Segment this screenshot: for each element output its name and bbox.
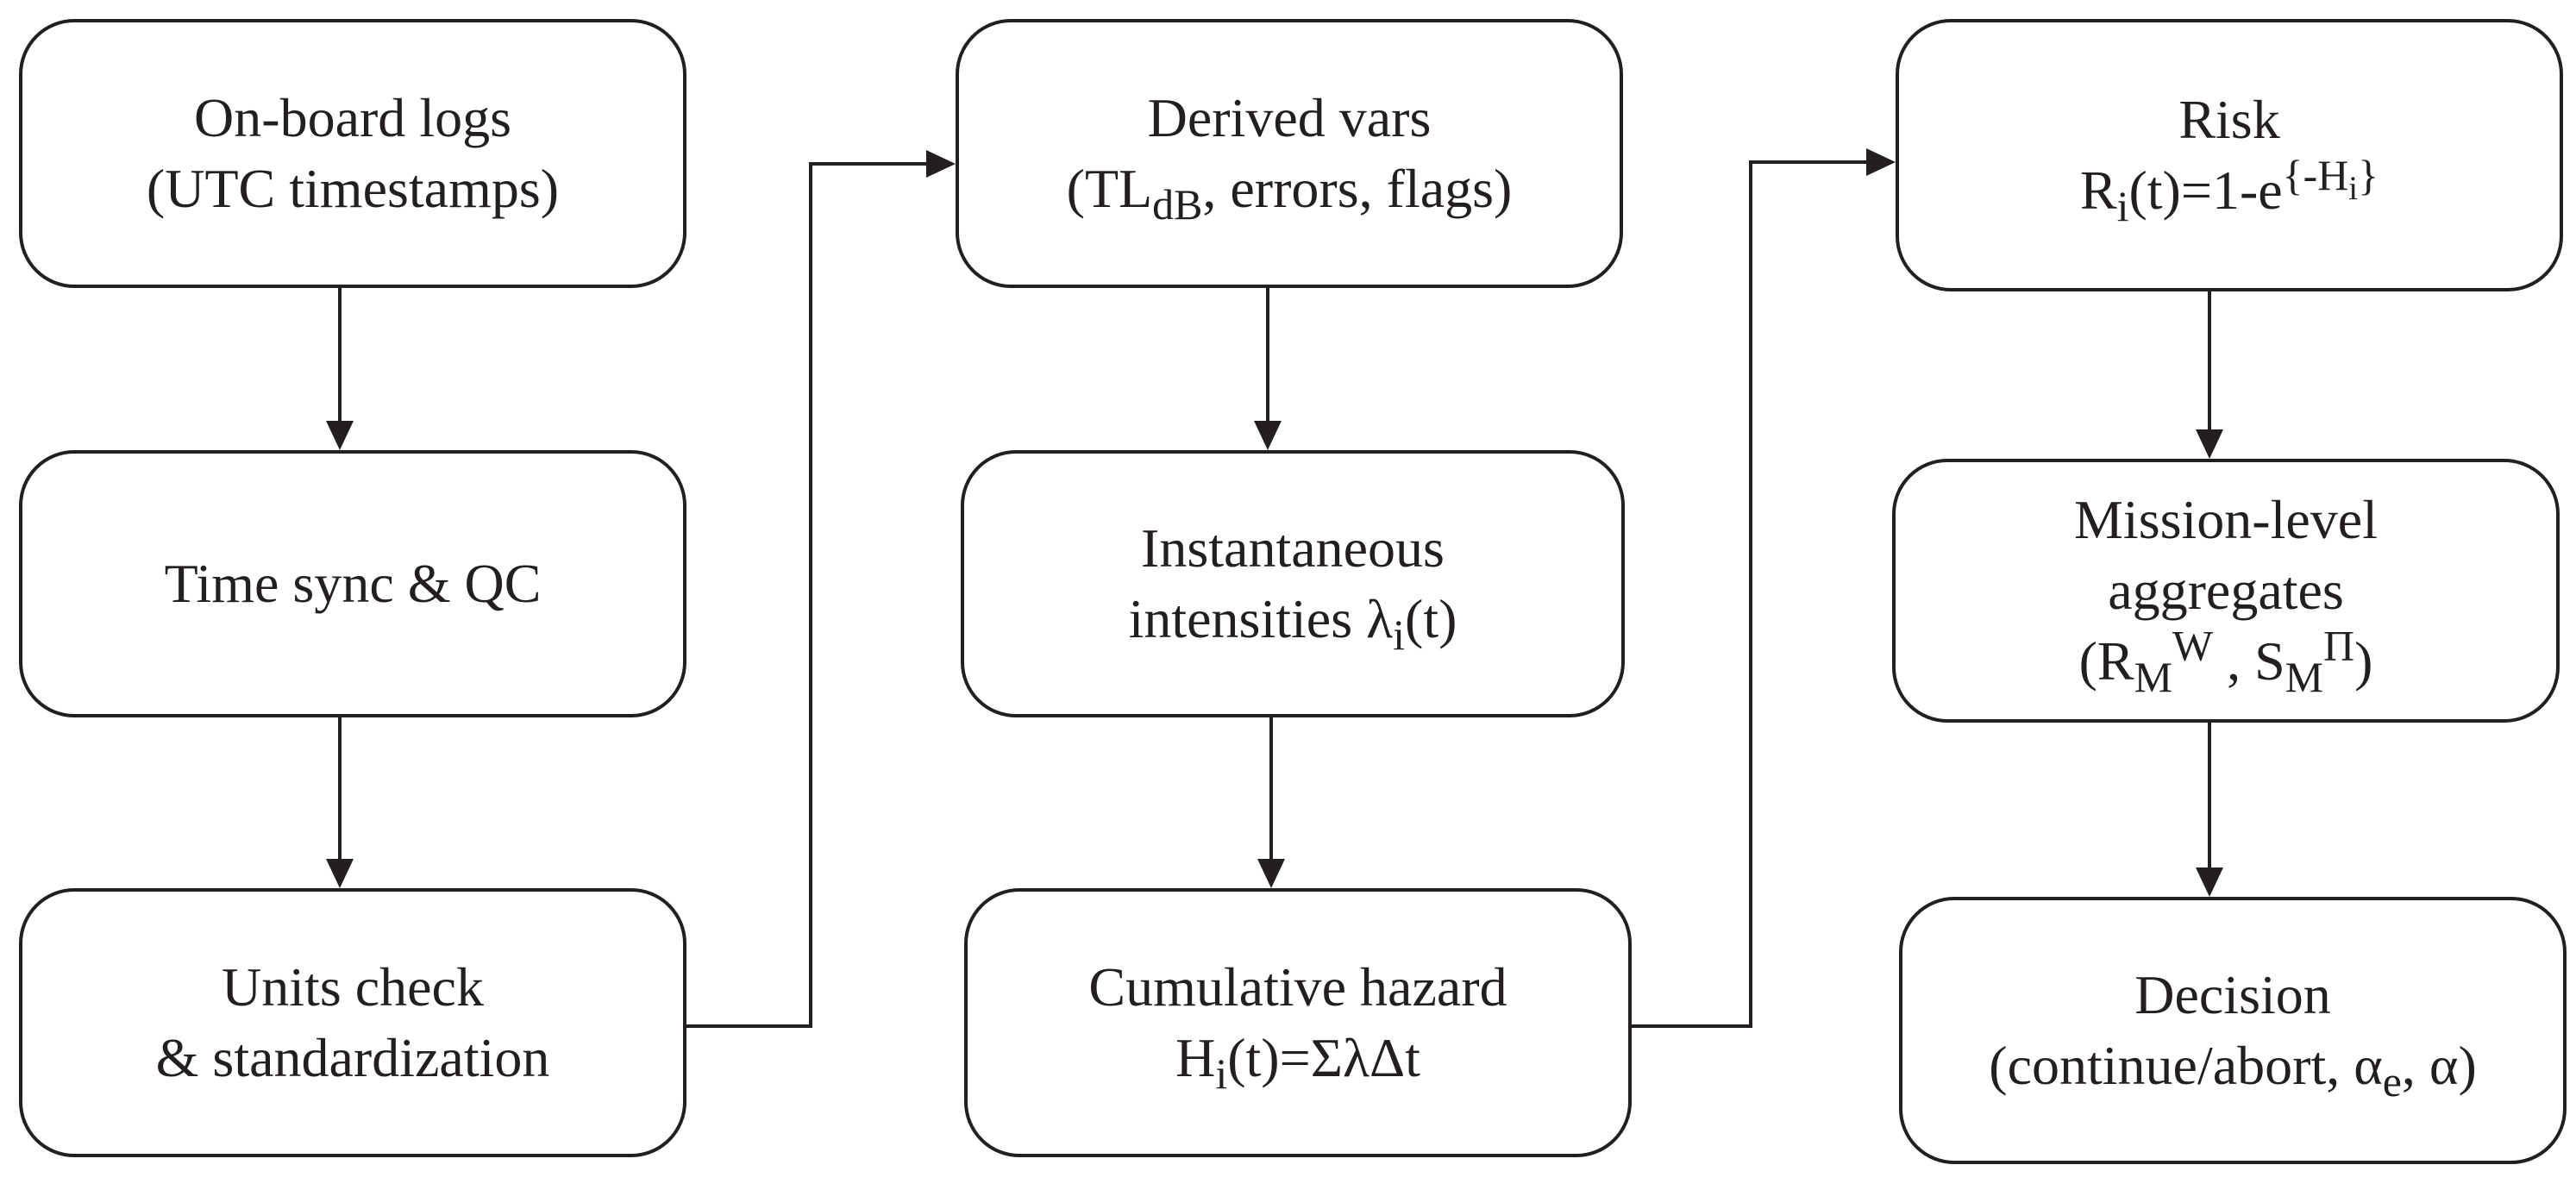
node-mission-level-aggregates: Mission-level aggregates (RMW , SMΠ) <box>1892 459 2560 723</box>
text-part: (t)=1-e <box>2128 160 2283 221</box>
superscript: W <box>2172 622 2214 670</box>
text-part: {-H <box>2282 151 2349 199</box>
arrowhead-units-to-derived <box>926 150 956 178</box>
arrowhead-instantaneous-to-hazard <box>1257 859 1285 888</box>
arrowhead-derived-to-instantaneous <box>1254 421 1282 450</box>
text-part: , α) <box>2401 1035 2477 1096</box>
arrowhead-logs-to-timesync <box>326 421 354 450</box>
subscript: i <box>1215 1049 1228 1098</box>
arrow-units-to-derived <box>686 162 928 1028</box>
node-text: Time sync & QC <box>164 553 542 614</box>
arrowhead-timesync-to-units <box>326 859 354 888</box>
node-formula: Hi(t)=ΣλΔt <box>1175 1023 1420 1095</box>
node-text: Decision <box>2134 964 2331 1025</box>
text-part: , errors, flags) <box>1202 158 1513 219</box>
arrowhead-risk-to-mission <box>2196 429 2223 459</box>
text-part: (t) <box>1405 588 1457 649</box>
node-derived-vars: Derived vars (TLdB, errors, flags) <box>956 19 1623 288</box>
superscript: {-Hi} <box>2282 151 2379 204</box>
superscript: Π <box>2323 622 2355 670</box>
arrow-hazard-to-risk <box>1632 160 1868 1028</box>
node-formula: Ri(t)=1-e{-Hi} <box>2079 151 2379 228</box>
subscript: dB <box>1152 180 1203 229</box>
node-formula: intensities λi(t) <box>1128 584 1457 656</box>
subscript: M <box>2134 653 2172 701</box>
node-text: Cumulative hazard <box>1088 956 1507 1018</box>
text-part: intensities λ <box>1128 588 1394 649</box>
node-text: & standardization <box>155 1027 550 1088</box>
subscript: i <box>2348 169 2359 207</box>
node-formula: (RMW , SMΠ) <box>2078 622 2373 698</box>
node-formula: (TLdB, errors, flags) <box>1066 153 1513 226</box>
arrowhead-hazard-to-risk <box>1866 148 1896 176</box>
subscript: M <box>2285 653 2324 701</box>
text-part: (t)=ΣλΔt <box>1227 1027 1420 1088</box>
subscript: i <box>1393 611 1406 659</box>
node-cumulative-hazard: Cumulative hazard Hi(t)=ΣλΔt <box>964 888 1632 1157</box>
text-part: H <box>1175 1027 1216 1088</box>
node-text: aggregates <box>2108 560 2344 621</box>
text-part: } <box>2358 151 2379 199</box>
text-part: (TL <box>1066 158 1153 219</box>
arrowhead-mission-to-decision <box>2196 867 2223 897</box>
text-part: ) <box>2354 630 2373 692</box>
node-formula: (continue/abort, αe, α) <box>1989 1030 2477 1103</box>
node-text: Units check <box>222 956 484 1018</box>
node-decision: Decision (continue/abort, αe, α) <box>1899 897 2567 1164</box>
node-time-sync-qc: Time sync & QC <box>19 450 686 717</box>
node-instantaneous-intensities: Instantaneous intensities λi(t) <box>961 450 1625 717</box>
node-text: Risk <box>2178 89 2280 150</box>
node-text: On-board logs <box>194 87 511 148</box>
text-part: R <box>2079 160 2117 221</box>
text-part: , S <box>2213 630 2285 692</box>
node-text: (UTC timestamps) <box>146 158 560 219</box>
subscript: i <box>2116 182 2129 230</box>
text-part: (continue/abort, α <box>1989 1035 2383 1096</box>
node-text: Mission-level <box>2074 489 2378 550</box>
node-text: Derived vars <box>1147 87 1432 148</box>
subscript: e <box>2382 1057 2402 1105</box>
node-text: Instantaneous <box>1141 517 1445 579</box>
node-risk: Risk Ri(t)=1-e{-Hi} <box>1896 19 2563 291</box>
node-on-board-logs: On-board logs (UTC timestamps) <box>19 19 686 288</box>
node-units-check: Units check & standardization <box>19 888 686 1157</box>
text-part: (R <box>2078 630 2134 692</box>
